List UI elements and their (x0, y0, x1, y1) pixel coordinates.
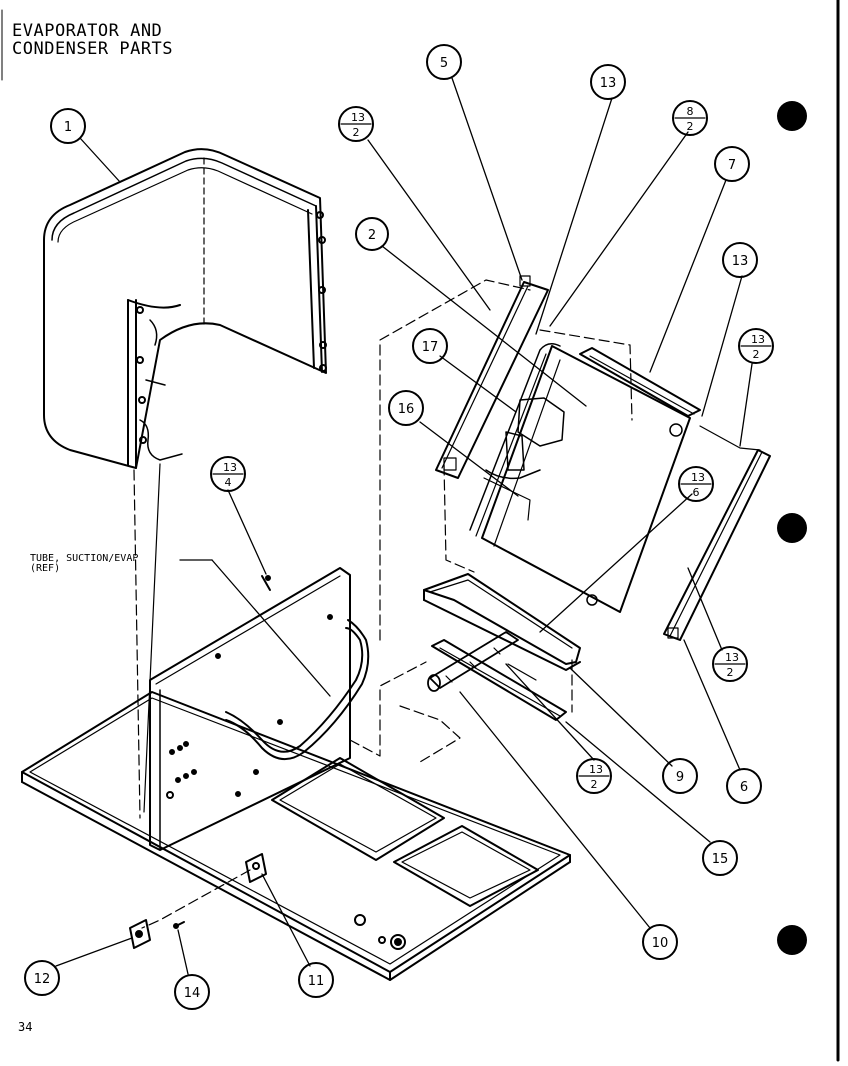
f1-numerator: 13 (351, 111, 365, 124)
callout-13b: 13 (722, 242, 758, 278)
partition-panel (149, 567, 351, 851)
f6-numerator: 13 (725, 651, 739, 664)
f7-numerator: 13 (589, 763, 603, 776)
callout-6-label: 6 (740, 780, 748, 795)
callout-13a: 13 (590, 64, 626, 100)
fraction-callout-f7: 13 2 (576, 758, 612, 794)
binder-hole-middle (777, 513, 807, 543)
callout-12: 12 (24, 960, 60, 996)
mounting-bracket-11 (245, 853, 267, 883)
callout-12-label: 12 (34, 972, 51, 987)
callout-7: 7 (714, 146, 750, 182)
f6-denominator: 2 (727, 666, 734, 679)
fraction-callout-f6: 13 2 (712, 646, 748, 682)
callout-14-label: 14 (184, 986, 201, 1001)
callout-11: 11 (298, 962, 334, 998)
callout-10: 10 (642, 924, 678, 960)
diagram-title: EVAPORATOR AND CONDENSER PARTS (12, 22, 173, 58)
suction-tube (225, 619, 370, 760)
screw-14 (173, 921, 185, 929)
binder-hole-top (777, 101, 807, 131)
callout-16-label: 16 (398, 402, 415, 417)
fraction-callout-f3: 13 2 (738, 328, 774, 364)
fraction-callout-f2: 8 2 (672, 100, 708, 136)
f5-denominator: 6 (693, 486, 700, 499)
callout-9: 9 (662, 758, 698, 794)
callout-9-label: 9 (676, 770, 684, 785)
callout-17-label: 17 (422, 340, 439, 355)
callout-5: 5 (426, 44, 462, 80)
condenser-coil (43, 148, 327, 469)
callout-2: 2 (355, 217, 389, 251)
leader-lines (55, 77, 753, 975)
callout-7-label: 7 (728, 158, 736, 173)
f4-denominator: 4 (225, 476, 232, 489)
callout-13a-label: 13 (600, 76, 617, 91)
f1-denominator: 2 (353, 126, 360, 139)
callout-16: 16 (388, 390, 424, 426)
callout-11-label: 11 (308, 974, 325, 989)
f2-numerator: 8 (687, 105, 694, 118)
callout-13b-label: 13 (732, 254, 749, 269)
binder-hole-bottom (777, 925, 807, 955)
ref-label-line-2: (REF) (30, 563, 61, 574)
tube-suction-ref-label: TUBE, SUCTION/EVAP (REF) (30, 554, 138, 574)
title-line-1: EVAPORATOR AND (12, 21, 163, 41)
callout-10-label: 10 (652, 936, 669, 951)
evaporator-coil (435, 275, 771, 641)
callout-15: 15 (702, 840, 738, 876)
f3-denominator: 2 (753, 348, 760, 361)
base-pan (21, 691, 571, 981)
fraction-callout-f4: 13 4 (210, 456, 246, 492)
fraction-callout-f1: 13 2 (338, 106, 374, 142)
callout-6: 6 (726, 768, 762, 804)
callout-1-label: 1 (64, 120, 72, 135)
callout-1: 1 (50, 108, 86, 144)
callout-2-label: 2 (368, 228, 376, 243)
mounting-bracket-12 (129, 919, 151, 949)
filter-drier (427, 631, 537, 692)
drain-pan (423, 573, 581, 721)
fraction-callout-f5: 13 6 (678, 466, 714, 502)
callout-17: 17 (412, 328, 448, 364)
f4-numerator: 13 (223, 461, 237, 474)
f5-numerator: 13 (691, 471, 705, 484)
ref-label-line-1: TUBE, SUCTION/EVAP (30, 553, 139, 564)
callout-15-label: 15 (712, 852, 729, 867)
f7-denominator: 2 (591, 778, 598, 791)
callout-5-label: 5 (440, 56, 448, 71)
callout-14: 14 (174, 974, 210, 1010)
f3-numerator: 13 (751, 333, 765, 346)
f2-denominator: 2 (687, 120, 694, 133)
title-line-2: CONDENSER PARTS (12, 39, 174, 59)
page-number: 34 (18, 1020, 33, 1034)
